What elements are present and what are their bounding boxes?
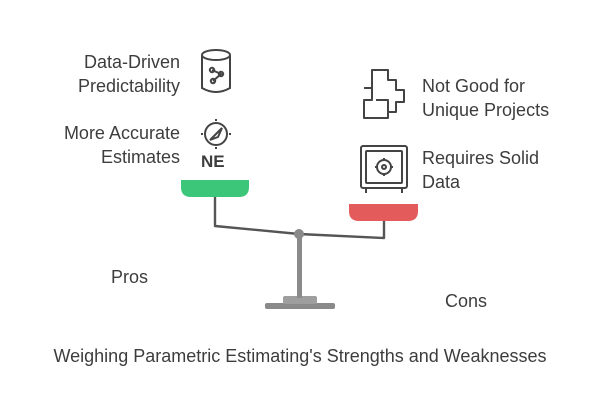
scale-post	[297, 236, 302, 298]
con-item-line2: Data	[422, 172, 461, 192]
pros-label: Pros	[111, 267, 149, 287]
compass-icon	[201, 119, 231, 149]
pro-item-line1: Data-Driven	[83, 52, 180, 72]
cons-pan	[349, 204, 418, 221]
con-item-unique-projects: Not Good for Unique Projects	[422, 74, 597, 122]
con-item-solid-data: Requires Solid Data	[422, 146, 597, 194]
pro-item-data-driven: Data-Driven Predictability	[20, 50, 180, 98]
database-network-icon	[201, 49, 231, 93]
scale-foot	[283, 296, 317, 304]
scale-pivot	[294, 229, 304, 239]
pro-item-line2: Estimates	[100, 147, 180, 167]
cons-label: Cons	[445, 291, 488, 311]
pros-pan	[181, 180, 249, 197]
scale-base	[265, 303, 335, 309]
pro-item-accurate-estimates: More Accurate Estimates	[20, 121, 180, 169]
con-item-line1: Requires Solid	[422, 148, 540, 168]
diagram-title: Weighing Parametric Estimating's Strengt…	[53, 346, 547, 366]
safe-icon	[360, 145, 408, 193]
pro-item-line2: Predictability	[77, 76, 180, 96]
con-item-line2: Unique Projects	[422, 100, 550, 120]
puzzle-piece-icon	[363, 69, 405, 119]
pro-item-line1: More Accurate	[63, 123, 180, 143]
con-item-line1: Not Good for	[422, 76, 526, 96]
compass-caption: NE	[201, 152, 225, 171]
